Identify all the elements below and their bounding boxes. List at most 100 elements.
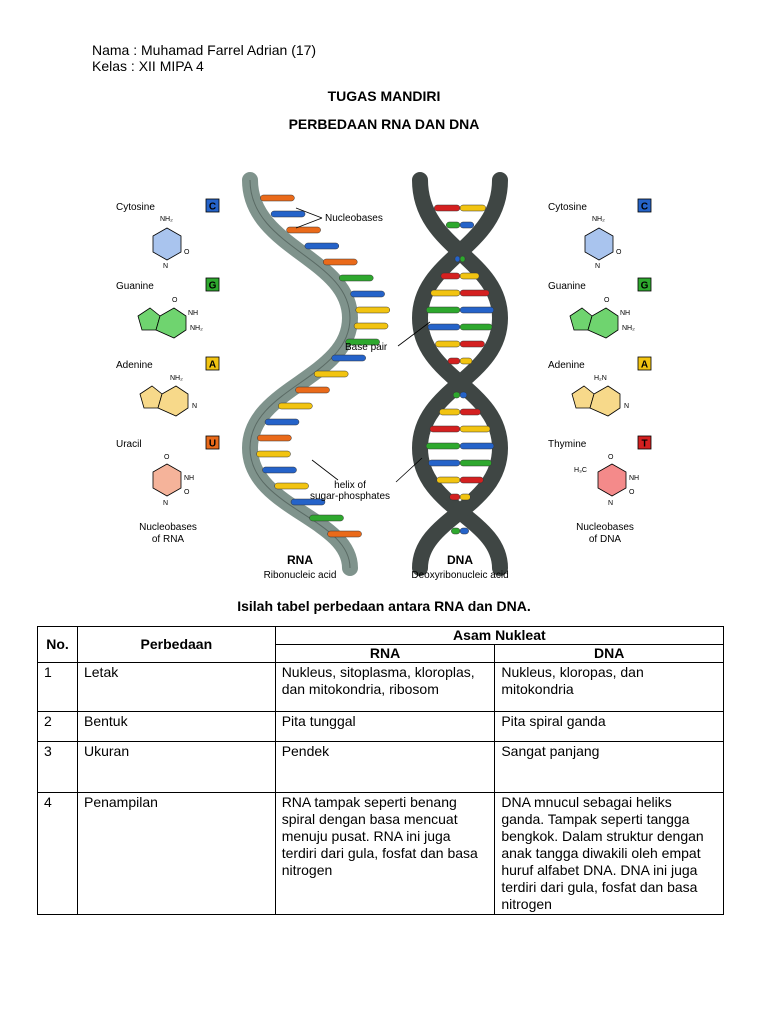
helix-callout-line-1: helix of: [334, 480, 366, 491]
atom-label: NH₂: [622, 325, 635, 332]
dna-rung: [451, 527, 461, 535]
row-aspect: Letak: [76, 662, 276, 712]
row-rna: Pendek: [274, 741, 496, 793]
atom-label: NH: [629, 475, 639, 482]
dna-base-name-thymine: Thymine: [548, 439, 587, 450]
row-dna: Nukleus, kloropas, dan mitokondria: [494, 662, 724, 712]
dna-rung: [430, 289, 461, 297]
student-info: Nama : Muhamad Farrel Adrian (17) Kelas …: [92, 42, 316, 74]
dna-rung: [440, 272, 461, 280]
atom-label: O: [629, 489, 635, 496]
header-asam-nukleat: Asam Nukleat: [274, 626, 725, 645]
table-row: 1 Letak Nukleus, sitoplasma, kloroplas, …: [37, 662, 724, 712]
rna-base-letter-u: U: [209, 439, 216, 450]
dna-rung: [459, 459, 492, 467]
dna-subtitle: Deoxyribonucleic acid: [411, 570, 508, 581]
student-name: Nama : Muhamad Farrel Adrian (17): [92, 42, 317, 58]
atom-label: N: [608, 500, 613, 507]
dna-nucleobase-list: Cytosine C NH₂ O N Guanine G O NH₂ NH Ad…: [548, 198, 652, 545]
rna-base-name-adenine: Adenine: [116, 360, 153, 371]
table-instruction: Isilah tabel perbedaan antara RNA dan DN…: [237, 598, 531, 614]
rna-rung: [313, 370, 349, 378]
rna-base-badge-u: [205, 435, 220, 450]
rna-rung: [327, 530, 362, 538]
dna-rung: [459, 476, 484, 484]
atom-label: NH₂: [592, 216, 605, 223]
rna-rung: [256, 450, 291, 458]
row-number: 4: [37, 792, 78, 915]
rna-base-letter-c: C: [209, 202, 216, 213]
atom-label: NH: [184, 475, 194, 482]
row-rna: Nukleus, sitoplasma, kloroplas, dan mito…: [274, 662, 496, 712]
dna-rung: [459, 204, 486, 212]
dna-rung: [459, 289, 490, 297]
row-rna: Pita tunggal: [274, 711, 496, 742]
table-row: 4 Penampilan RNA tampak seperti benang s…: [37, 792, 724, 915]
rna-rung: [264, 418, 300, 426]
dna-rung: [459, 391, 468, 399]
row-aspect: Ukuran: [76, 741, 276, 793]
dna-title: DNA: [447, 553, 473, 567]
dna-base-pair-rungs: [425, 204, 495, 535]
header-rna: RNA: [274, 644, 496, 663]
rna-rung: [338, 274, 374, 282]
rna-base-name-uracil: Uracil: [116, 439, 142, 450]
rna-rung: [295, 386, 330, 394]
dna-rung: [429, 425, 461, 433]
dna-base-badge-c: [637, 198, 652, 213]
dna-rung: [459, 527, 469, 535]
dna-base-badge-g: [637, 277, 652, 292]
dna-nucleobases-caption-2: of DNA: [589, 534, 622, 545]
dna-rung: [459, 340, 485, 348]
atom-label: O: [184, 489, 190, 496]
helix-callout-line-2: sugar-phosphates: [310, 491, 390, 502]
rna-rung: [353, 322, 389, 330]
row-number: 3: [37, 741, 78, 793]
rna-rung: [309, 514, 344, 522]
atom-label: N: [163, 500, 168, 507]
dna-rung: [459, 493, 471, 501]
atom-label: H₃C: [574, 467, 587, 474]
rna-rung: [260, 194, 295, 202]
dna-rung: [427, 323, 461, 331]
dna-adenine-molecule: H₂N N: [571, 375, 629, 417]
dna-thymine-molecule: H₃C O NH O N: [574, 454, 639, 507]
diagram-callouts: Nucleobases Base pair helix of sugar-pho…: [295, 207, 431, 502]
atom-label: O: [604, 297, 610, 304]
atom-label: N: [163, 263, 168, 270]
dna-rung: [436, 476, 461, 484]
atom-label: O: [172, 297, 178, 304]
table-row: 2 Bentuk Pita tunggal Pita spiral ganda: [37, 711, 724, 742]
dna-backbone-2: [411, 172, 509, 576]
atom-label: NH: [620, 310, 630, 317]
dna-rung: [459, 408, 481, 416]
atom-label: N: [595, 263, 600, 270]
dna-rung: [459, 221, 474, 229]
row-dna: Pita spiral ganda: [494, 711, 724, 742]
atom-label: NH₂: [190, 325, 203, 332]
rna-rung: [274, 482, 309, 490]
rna-rung: [322, 258, 358, 266]
dna-rung: [425, 442, 461, 450]
atom-label: H₂N: [594, 375, 607, 382]
dna-base-badge-a: [637, 356, 652, 371]
dna-rung: [459, 357, 473, 365]
dna-nucleobases-caption: Nucleobases: [576, 522, 634, 533]
rna-uracil-molecule: O NH O N: [152, 454, 194, 507]
row-aspect: Penampilan: [76, 792, 276, 915]
dna-rung: [459, 272, 480, 280]
base-pair-callout: Base pair: [345, 342, 388, 353]
dna-rung: [459, 442, 495, 450]
rna-base-badge-g: [205, 277, 220, 292]
dna-rung: [446, 221, 461, 229]
atom-label: O: [616, 249, 622, 256]
dna-guanine-molecule: O NH₂ NH: [569, 297, 635, 339]
dna-base-letter-a: A: [641, 360, 648, 371]
atom-label: N: [624, 403, 629, 410]
dna-base-letter-t: T: [641, 439, 647, 450]
dna-base-letter-c: C: [641, 202, 648, 213]
atom-label: O: [164, 454, 170, 461]
rna-base-badge-a: [205, 356, 220, 371]
row-dna: Sangat panjang: [494, 741, 724, 793]
header-dna: DNA: [494, 644, 724, 663]
